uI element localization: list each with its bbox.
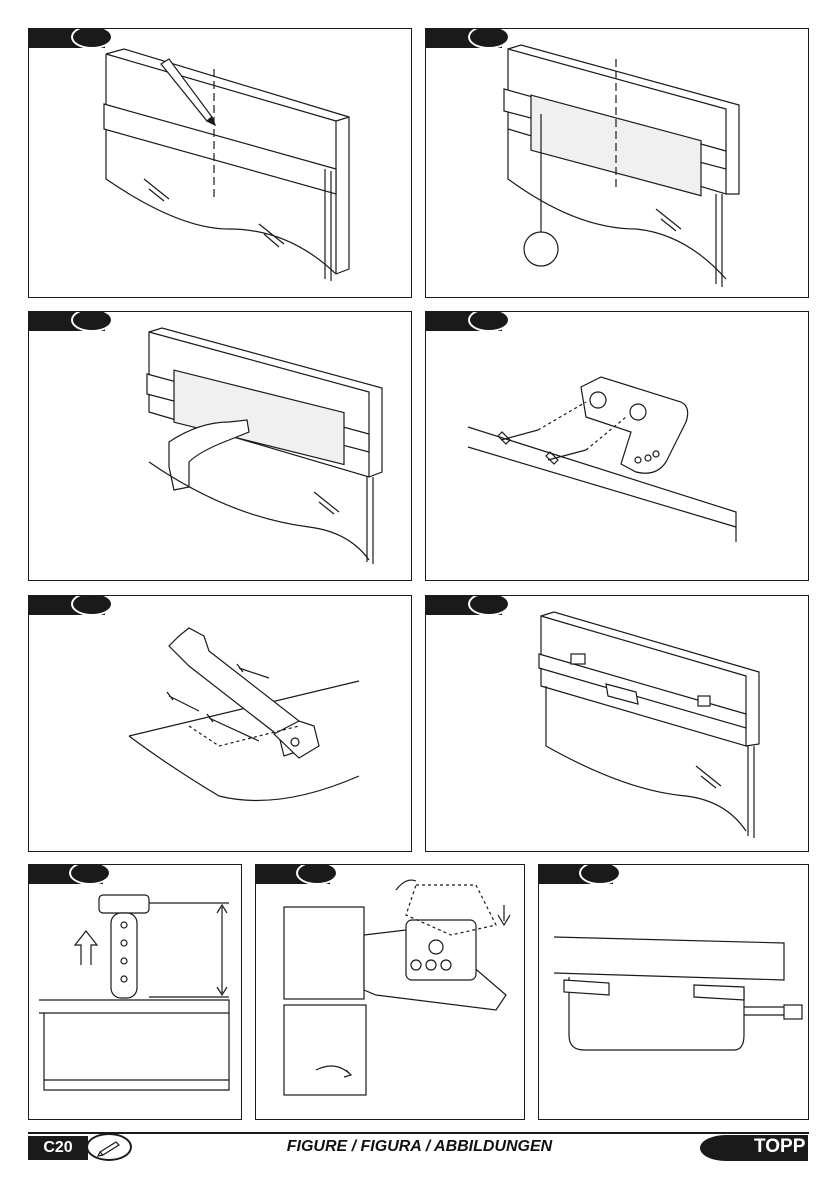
footer-rule: [28, 1132, 809, 1134]
brackets-mounted-icon: [426, 596, 809, 852]
step-panel-3: [28, 311, 412, 581]
tighten-screw-icon: [539, 865, 809, 1120]
brand-name: TOPP: [754, 1136, 805, 1158]
step-panel-7: [28, 864, 242, 1120]
rotate-mount-icon: [256, 865, 525, 1120]
step-panel-5: [28, 595, 412, 852]
step-panel-4: [425, 311, 809, 581]
bracket-screws-icon: [426, 312, 809, 581]
adjust-height-icon: [29, 865, 242, 1120]
drill-holes-icon: [29, 312, 412, 581]
step-panel-6: [425, 595, 809, 852]
brand-logo: TOPP: [700, 1135, 808, 1161]
mark-center-pencil-icon: [29, 29, 412, 298]
arm-bracket-screws-icon: [29, 596, 412, 852]
template-center-icon: [426, 29, 809, 298]
step-panel-8: [255, 864, 525, 1120]
step-panel-9: [538, 864, 809, 1120]
step-panel-1: [28, 28, 412, 298]
step-panel-2: [425, 28, 809, 298]
